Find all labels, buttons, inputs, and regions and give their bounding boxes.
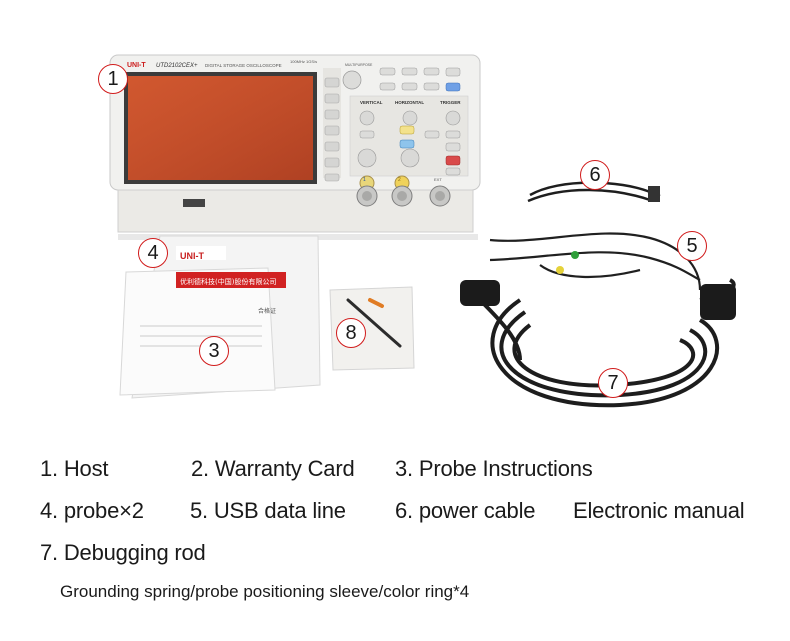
oscilloscope-host: UNI-T UTD2102CEX+ DIGITAL STORAGE OSCILL…	[109, 54, 481, 240]
svg-text:UNI-T: UNI-T	[127, 62, 146, 69]
callout-host: 1	[98, 64, 128, 94]
legend-debugging-rod: 7. Debugging rod	[40, 540, 206, 565]
callout-probe: 4	[138, 238, 168, 268]
legend-host: 1. Host	[40, 456, 109, 481]
svg-text:2: 2	[398, 177, 401, 183]
manual-documents: UNI-T 优利德科技(中国)股份有限公司 合格证	[119, 235, 321, 399]
legend-probe-instructions: 3. Probe Instructions	[395, 456, 593, 481]
svg-text:UTD2102CEX+: UTD2102CEX+	[156, 63, 198, 69]
svg-text:1: 1	[363, 177, 366, 183]
callout-usb-data-line: 5	[677, 231, 707, 261]
legend-probe: 4. probe×2	[40, 498, 144, 523]
legend-grounding-note: Grounding spring/probe positioning sleev…	[60, 582, 470, 601]
legend-power-cable: 6. power cable	[395, 498, 536, 523]
legend-electronic-manual: Electronic manual	[573, 498, 745, 523]
debugging-rod-bag	[329, 286, 415, 371]
svg-text:合格证: 合格证	[258, 307, 276, 315]
callout-probe-instructions: 3	[199, 336, 229, 366]
product-photo: UNI-T UTD2102CEX+ DIGITAL STORAGE OSCILL…	[109, 54, 736, 408]
svg-text:HORIZONTAL: HORIZONTAL	[395, 100, 424, 105]
callout-debugging-rod-7: 7	[598, 368, 628, 398]
svg-text:MULTIPURPOSE: MULTIPURPOSE	[345, 63, 373, 67]
svg-text:优利德科技(中国)股份有限公司: 优利德科技(中国)股份有限公司	[180, 277, 276, 286]
legend-usb-data-line: 5. USB data line	[190, 498, 346, 523]
svg-text:EXT: EXT	[434, 177, 442, 182]
svg-text:VERTICAL: VERTICAL	[360, 100, 383, 105]
svg-text:100MHz 1GS/s: 100MHz 1GS/s	[290, 59, 317, 64]
probes	[489, 232, 702, 291]
callout-power-cable: 6	[580, 160, 610, 190]
svg-text:UNI-T: UNI-T	[180, 251, 204, 261]
callout-debugging-rod: 8	[336, 318, 366, 348]
legend-warranty-card: 2. Warranty Card	[191, 456, 355, 481]
svg-text:TRIGGER: TRIGGER	[440, 100, 461, 105]
svg-text:DIGITAL STORAGE OSCILLOSCOPE: DIGITAL STORAGE OSCILLOSCOPE	[205, 63, 282, 68]
